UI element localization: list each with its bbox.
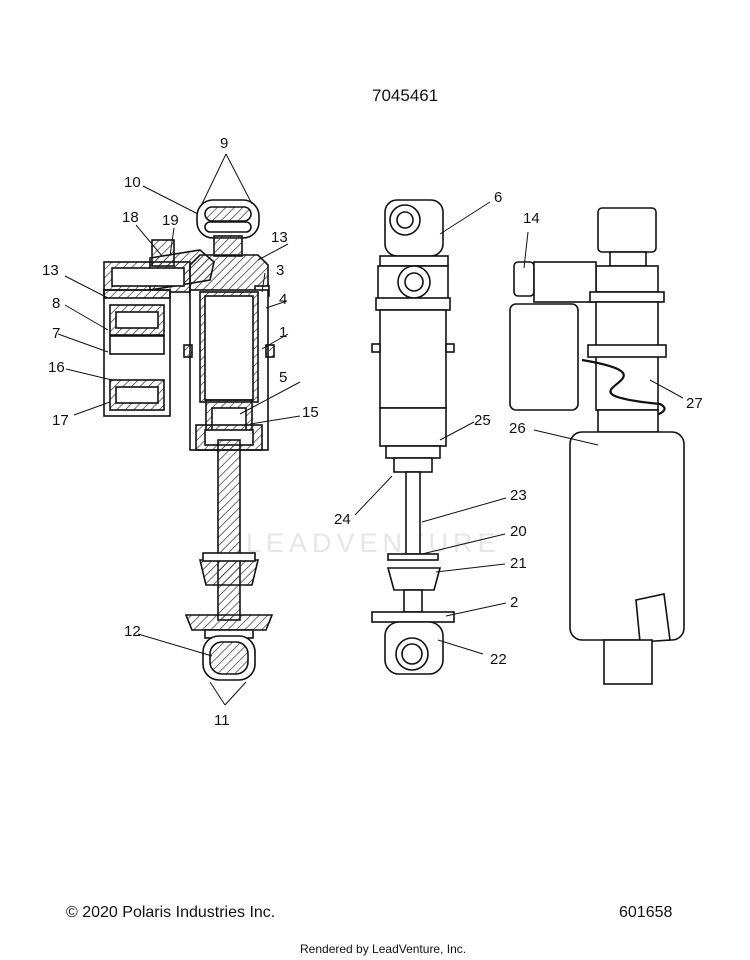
callout-labels: 9 10 18 19 13 13 3 8 4 7 1 16 5 15 17 12… [42,135,703,729]
callout-18: 18 [122,209,139,226]
callout-22: 22 [490,651,507,668]
adjuster-valve [151,239,175,267]
callout-14: 14 [523,210,540,227]
callout-7: 7 [52,325,60,342]
callout-20: 20 [510,523,527,540]
callout-1: 1 [279,324,287,341]
callout-2: 2 [510,594,518,611]
cutaway-shock-assembly [103,199,275,681]
callout-25: 25 [474,412,491,429]
callout-5: 5 [279,369,287,386]
bump-stop [198,559,260,586]
part-number: 7045461 [372,86,439,105]
leader-lines [57,153,684,706]
callout-6: 6 [494,189,502,206]
callout-10: 10 [124,174,141,191]
shock-with-spring-assembly [509,207,685,685]
copyright-notice: © 2020 Polaris Industries Inc. [66,904,276,921]
callout-3: 3 [276,262,284,279]
callout-9: 9 [220,135,228,152]
right-shock-body [569,431,685,641]
callout-11: 11 [214,712,230,729]
reference-number: 601658 [619,904,673,921]
callout-27: 27 [686,395,703,412]
callout-8: 8 [52,295,60,312]
callout-4: 4 [279,291,287,308]
callout-19: 19 [162,212,179,229]
right-top-mount [597,207,657,253]
callout-23: 23 [510,487,527,504]
exterior-shaft [405,471,421,555]
callout-12: 12 [124,623,141,640]
callout-13-right: 13 [271,229,288,246]
callout-15: 15 [302,404,319,421]
callout-13-left: 13 [42,262,59,279]
callout-24: 24 [334,511,351,528]
right-reservoir [509,303,579,411]
rendered-by-credit: Rendered by LeadVenture, Inc. [300,942,467,956]
callout-16: 16 [48,359,65,376]
callout-26: 26 [509,420,526,437]
body-collar [379,407,447,447]
callout-21: 21 [510,555,527,572]
upper-body [379,309,447,409]
leadventure-watermark: LEADVENTURE [246,528,501,558]
callout-17: 17 [52,412,69,429]
spring-seat [371,611,455,623]
exterior-shock-assembly [371,199,455,675]
shaft [217,439,241,621]
